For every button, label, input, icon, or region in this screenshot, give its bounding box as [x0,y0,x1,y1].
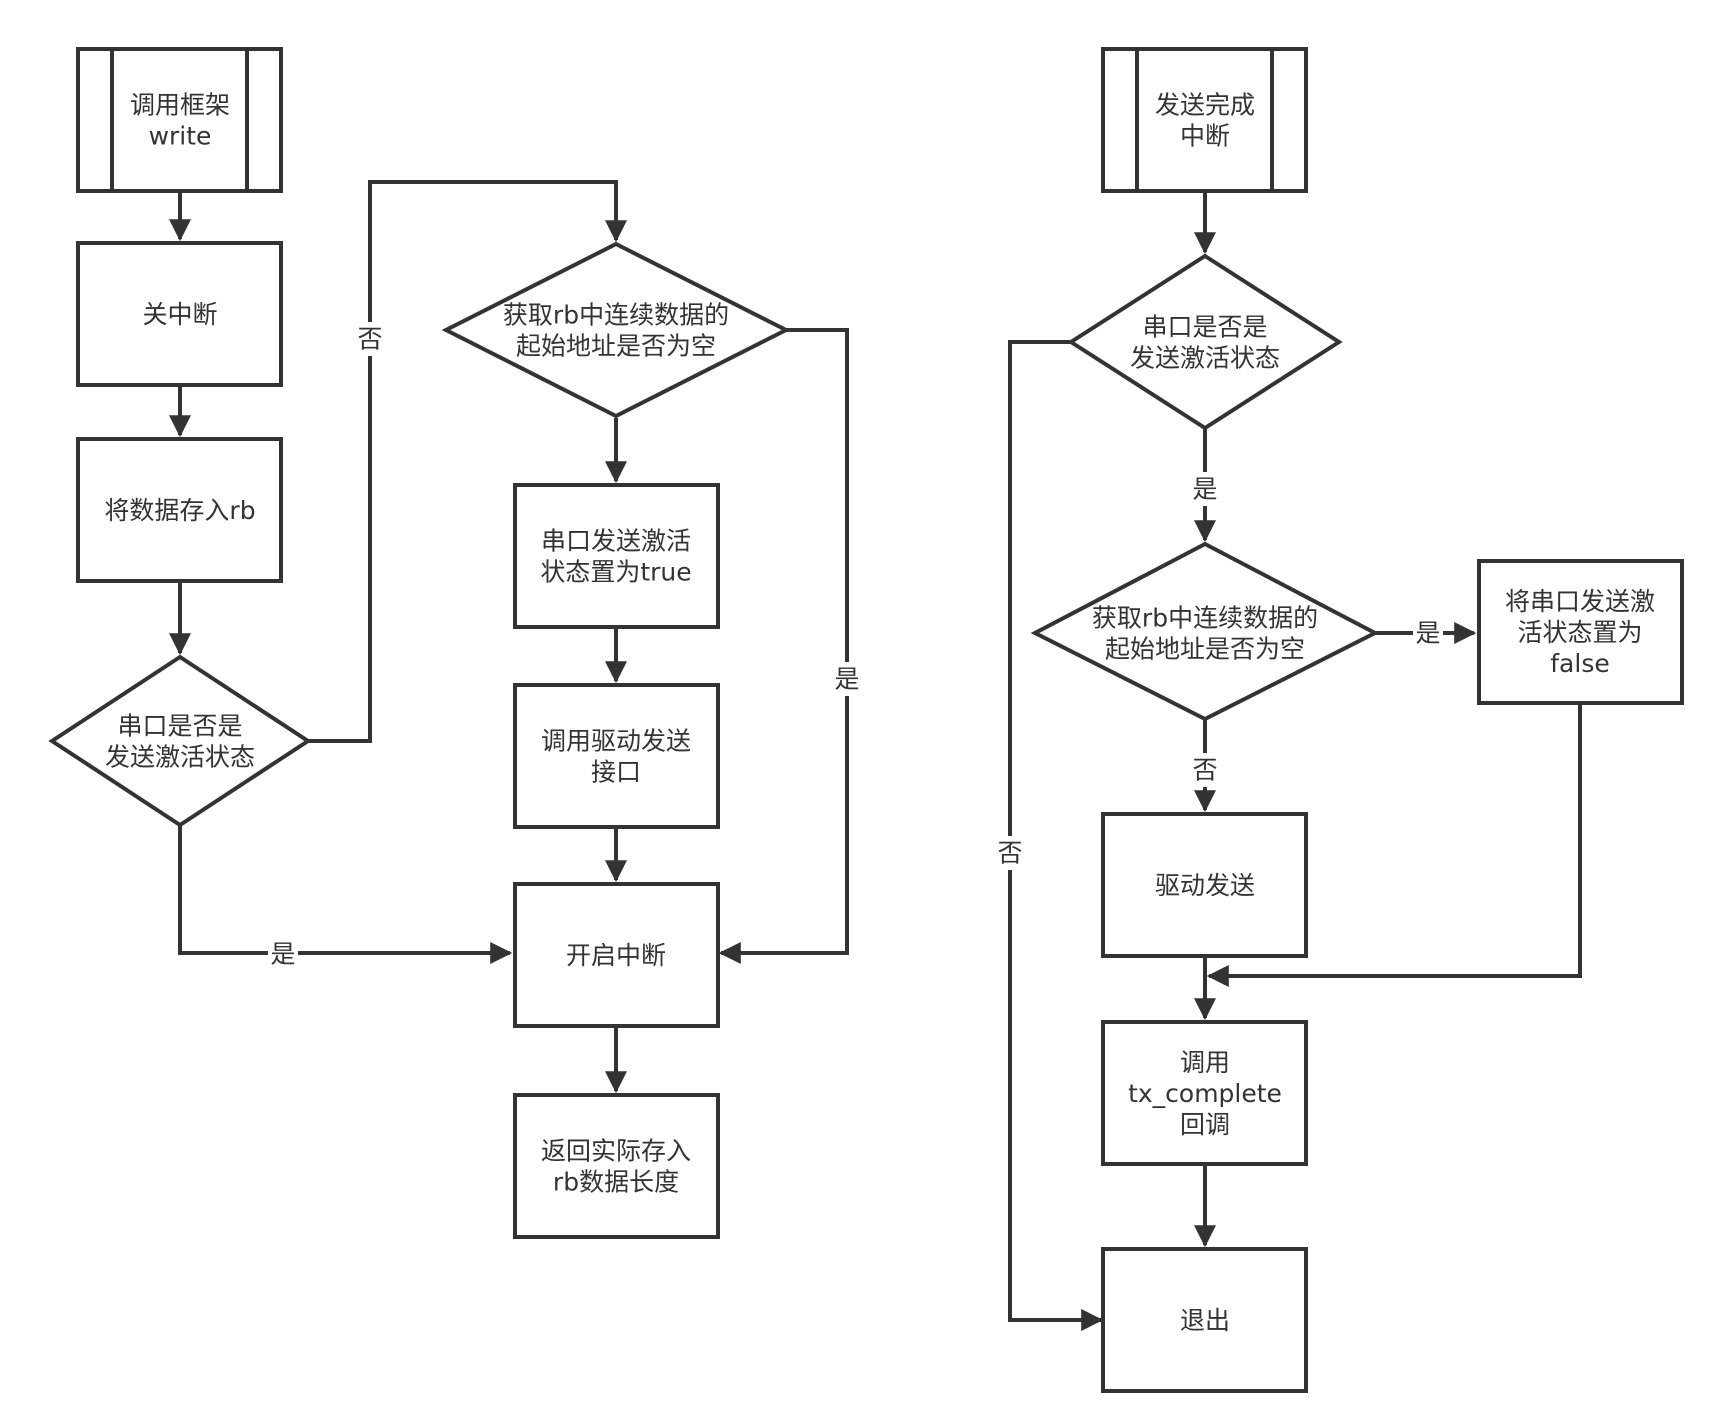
node-label-line: 接口 [591,758,641,787]
svg-text:将数据存入rb: 将数据存入rb [104,496,255,525]
decision-rb-empty-2: 获取rb中连续数据的起始地址是否为空 [1030,541,1380,722]
svg-text:退出: 退出 [1180,1306,1230,1335]
node-label-line: 调用 [1180,1048,1230,1077]
node-store-data-to-rb: 将数据存入rb [76,437,283,583]
svg-text:调用驱动发送接口: 调用驱动发送接口 [541,727,691,787]
node-label-line: 活状态置为 [1517,618,1642,647]
node-enable-interrupt: 开启中断 [513,882,720,1028]
edge-check-yes-to-enable [178,825,513,964]
node-driver-send: 驱动发送 [1101,812,1308,958]
svg-text:串口发送激活状态置为true: 串口发送激活状态置为true [540,527,691,587]
node-label-line: 串口是否是 [117,712,242,741]
node-label-line: 获取rb中连续数据的 [1092,604,1318,633]
node-disable-interrupt: 关中断 [76,241,283,387]
node-label-line: 获取rb中连续数据的 [503,301,729,330]
node-label-line: 将串口发送激 [1505,587,1655,616]
right-flowchart: 否 是 是 否 发送完成中断 串口是否是发送激活状态 获取rb中连续数据的起始地… [995,47,1684,1393]
node-label-line: 关中断 [142,300,217,329]
node-label-line: 串口发送激活 [541,527,691,556]
node-label-line: 开启中断 [566,941,666,970]
svg-text:发送完成中断: 发送完成中断 [1155,91,1255,151]
edge-set-false-to-callback [1206,702,1582,987]
edge-label-yes-empty: 是 [834,665,859,694]
edge-label-yes-active: 是 [1192,475,1217,504]
svg-text:关中断: 关中断 [142,300,217,329]
edge-label-no-active: 否 [357,325,382,354]
svg-text:串口是否是发送激活状态: 串口是否是发送激活状态 [105,712,255,772]
svg-text:串口是否是发送激活状态: 串口是否是发送激活状态 [1130,313,1280,373]
node-label-line: write [149,122,212,151]
node-label-line: 起始地址是否为空 [516,332,716,361]
edge-label-no-empty: 否 [1192,756,1217,785]
node-label-line: 调用框架 [130,91,230,120]
node-label-line: 状态置为true [540,558,691,587]
node-label-line: 退出 [1180,1306,1230,1335]
edge-rb-empty-yes-to-enable [718,328,849,964]
node-label-line: rb数据长度 [553,1168,679,1197]
node-label-line: 发送完成 [1155,91,1255,120]
node-exit: 退出 [1101,1247,1308,1393]
edge-label-yes-empty: 是 [1415,619,1440,648]
edge-check-no-to-rb-empty [308,180,627,743]
decision-tx-active: 串口是否是发送激活状态 [48,654,312,828]
decision-rb-empty: 获取rb中连续数据的起始地址是否为空 [441,241,791,419]
node-label-line: 起始地址是否为空 [1105,635,1305,664]
node-label-line: 返回实际存入 [541,1137,691,1166]
node-label-line: 调用驱动发送 [541,727,691,756]
node-label-line: 发送激活状态 [1130,344,1280,373]
node-label-line: 回调 [1180,1110,1230,1139]
edge-label-no-active: 否 [997,839,1022,868]
node-label-line: 中断 [1180,122,1230,151]
node-label-line: 驱动发送 [1155,871,1255,900]
node-label-line: false [1550,649,1609,678]
edge-check-no-to-exit [1008,340,1104,1331]
node-call-driver-send: 调用驱动发送接口 [513,683,720,829]
svg-text:获取rb中连续数据的起始地址是否为空: 获取rb中连续数据的起始地址是否为空 [503,301,729,361]
decision-tx-active-2: 串口是否是发送激活状态 [1067,253,1343,431]
node-label-line: 将数据存入rb [104,496,255,525]
node-set-tx-active-true: 串口发送激活状态置为true [513,483,720,629]
node-start-tx-done-irq: 发送完成中断 [1101,47,1308,193]
svg-text:驱动发送: 驱动发送 [1155,871,1255,900]
svg-text:开启中断: 开启中断 [566,941,666,970]
node-label-line: tx_complete [1128,1079,1282,1108]
node-label-line: 串口是否是 [1142,313,1267,342]
svg-text:获取rb中连续数据的起始地址是否为空: 获取rb中连续数据的起始地址是否为空 [1092,604,1318,664]
edge-label-yes-active: 是 [270,940,295,969]
node-label-line: 发送激活状态 [105,743,255,772]
